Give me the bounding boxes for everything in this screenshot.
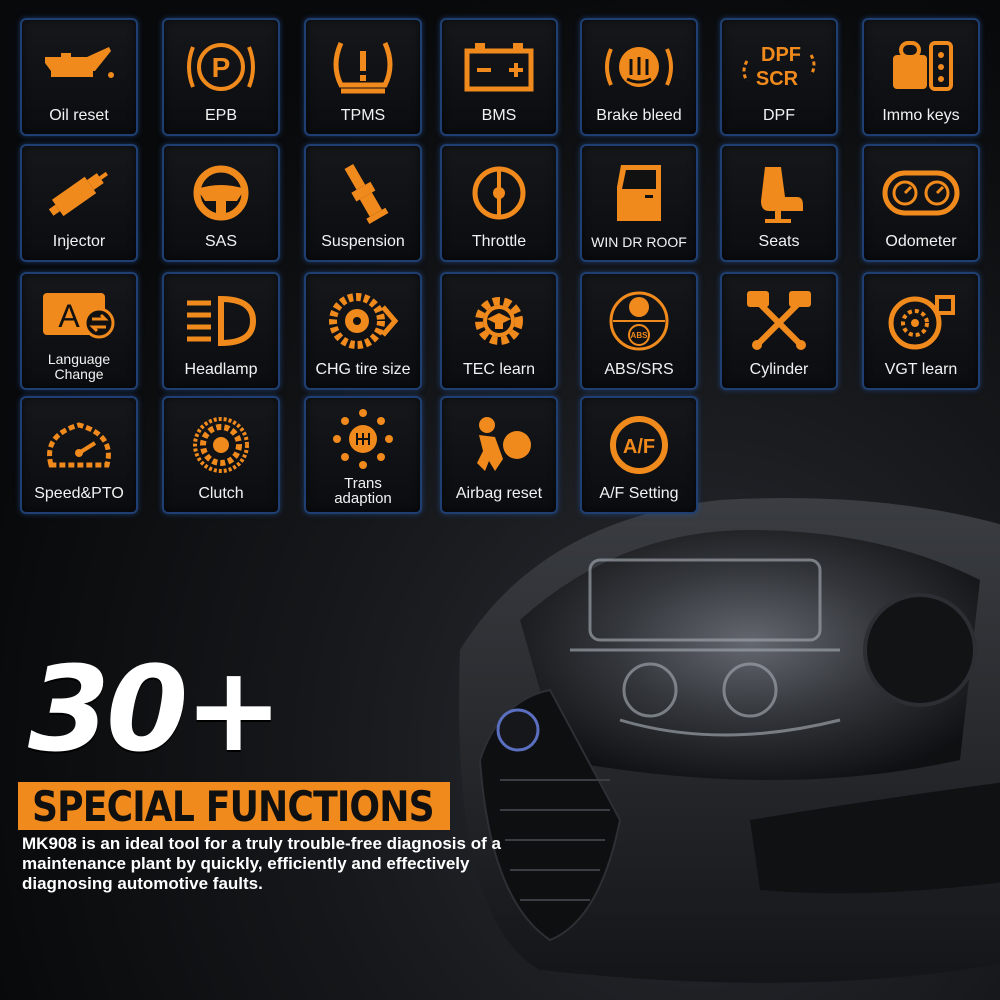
tile-label: Seats — [758, 233, 800, 250]
tile-clutch[interactable]: Clutch — [162, 396, 280, 514]
seat-icon — [722, 156, 836, 230]
tile-injector[interactable]: Injector — [20, 144, 138, 262]
tile-label: Airbag reset — [455, 485, 543, 502]
language-icon: A — [22, 278, 136, 352]
tile-seats[interactable]: Seats — [720, 144, 838, 262]
tile-airbag-reset[interactable]: Airbag reset — [440, 396, 558, 514]
tile-label: BMS — [481, 107, 517, 124]
tile-af-setting[interactable]: A/F A/F Setting — [580, 396, 698, 514]
brake-bleed-icon — [582, 30, 696, 104]
abs-srs-icon: ABS — [582, 284, 696, 358]
gear-learn-icon — [442, 284, 556, 358]
tile-label: ABS/SRS — [604, 361, 674, 378]
clutch-icon — [164, 408, 278, 482]
tile-label: VGT learn — [884, 361, 958, 378]
tile-win-dr-roof[interactable]: WIN DR ROOF — [580, 144, 698, 262]
tile-odometer[interactable]: Odometer — [862, 144, 980, 262]
suspension-icon — [306, 156, 420, 230]
speedometer-icon — [22, 408, 136, 482]
tire-size-icon — [306, 284, 420, 358]
steering-wheel-icon — [164, 156, 278, 230]
tile-sas[interactable]: SAS — [162, 144, 280, 262]
tile-label: WIN DR ROOF — [591, 234, 687, 250]
parking-brake-icon: P — [164, 30, 278, 104]
tile-label: Injector — [52, 233, 106, 250]
tile-label: Suspension — [321, 233, 405, 250]
language-letter: A — [58, 298, 80, 334]
tile-label: Headlamp — [184, 361, 258, 378]
headlamp-icon — [164, 284, 278, 358]
tile-abs-srs[interactable]: ABS ABS/SRS — [580, 272, 698, 390]
tile-vgt-learn[interactable]: VGT learn — [862, 272, 980, 390]
tile-label: Clutch — [198, 485, 244, 502]
tile-label: Language Change — [47, 351, 111, 382]
tile-tec-learn[interactable]: TEC learn — [440, 272, 558, 390]
tile-oil-reset[interactable]: Oil reset — [20, 18, 138, 136]
tile-label: CHG tire size — [315, 361, 411, 378]
tile-label: Brake bleed — [596, 107, 682, 124]
tile-speed-pto[interactable]: Speed&PTO — [20, 396, 138, 514]
throttle-icon — [442, 156, 556, 230]
tile-label: Speed&PTO — [34, 485, 124, 502]
tile-label: SAS — [204, 233, 237, 250]
tile-label: Oil reset — [49, 107, 109, 124]
headline-count: 30+ — [28, 640, 283, 778]
turbo-icon — [864, 284, 978, 358]
parking-letter: P — [212, 52, 231, 83]
tile-epb[interactable]: P EPB — [162, 18, 280, 136]
tile-tpms[interactable]: TPMS — [304, 18, 422, 136]
tile-throttle[interactable]: Throttle — [440, 144, 558, 262]
tile-suspension[interactable]: Suspension — [304, 144, 422, 262]
scr-text: SCR — [756, 68, 799, 90]
tire-pressure-icon — [306, 30, 420, 104]
tile-label: TEC learn — [462, 361, 536, 378]
tile-headlamp[interactable]: Headlamp — [162, 272, 280, 390]
tile-brake-bleed[interactable]: Brake bleed — [580, 18, 698, 136]
tile-label: DPF — [763, 107, 795, 124]
af-text: A/F — [623, 436, 655, 458]
tile-language-change[interactable]: A Language Change — [20, 272, 138, 390]
air-fuel-icon: A/F — [582, 408, 696, 482]
tile-label: Odometer — [885, 233, 957, 250]
tile-label: A/F Setting — [599, 485, 679, 502]
tile-bms[interactable]: BMS — [440, 18, 558, 136]
tile-trans-adaption[interactable]: Trans adaption — [304, 396, 422, 514]
transmission-icon — [306, 402, 420, 476]
odometer-icon — [864, 156, 978, 230]
cylinder-icon — [722, 284, 836, 358]
description-text: MK908 is an ideal tool for a truly troub… — [22, 834, 501, 893]
tile-immo-keys[interactable]: Immo keys — [862, 18, 980, 136]
tile-label: Trans adaption — [334, 475, 392, 507]
banner-background — [18, 782, 450, 830]
dpf-text: DPF — [761, 44, 801, 66]
abs-text: ABS — [631, 331, 649, 340]
door-window-icon — [582, 156, 696, 230]
tile-chg-tire-size[interactable]: CHG tire size — [304, 272, 422, 390]
tile-label: Immo keys — [882, 107, 960, 124]
tile-label: Throttle — [471, 233, 527, 250]
oil-can-icon — [22, 30, 136, 104]
tile-label: TPMS — [340, 107, 386, 124]
tile-cylinder[interactable]: Cylinder — [720, 272, 838, 390]
tile-label: EPB — [204, 107, 237, 124]
tile-label: Cylinder — [749, 361, 809, 378]
banner-title: SPECIAL FUNCTIONS — [32, 782, 435, 831]
car-engine-illustration — [459, 498, 1000, 983]
immo-key-icon — [864, 30, 978, 104]
injector-icon — [22, 156, 136, 230]
airbag-icon — [442, 408, 556, 482]
battery-icon — [442, 30, 556, 104]
